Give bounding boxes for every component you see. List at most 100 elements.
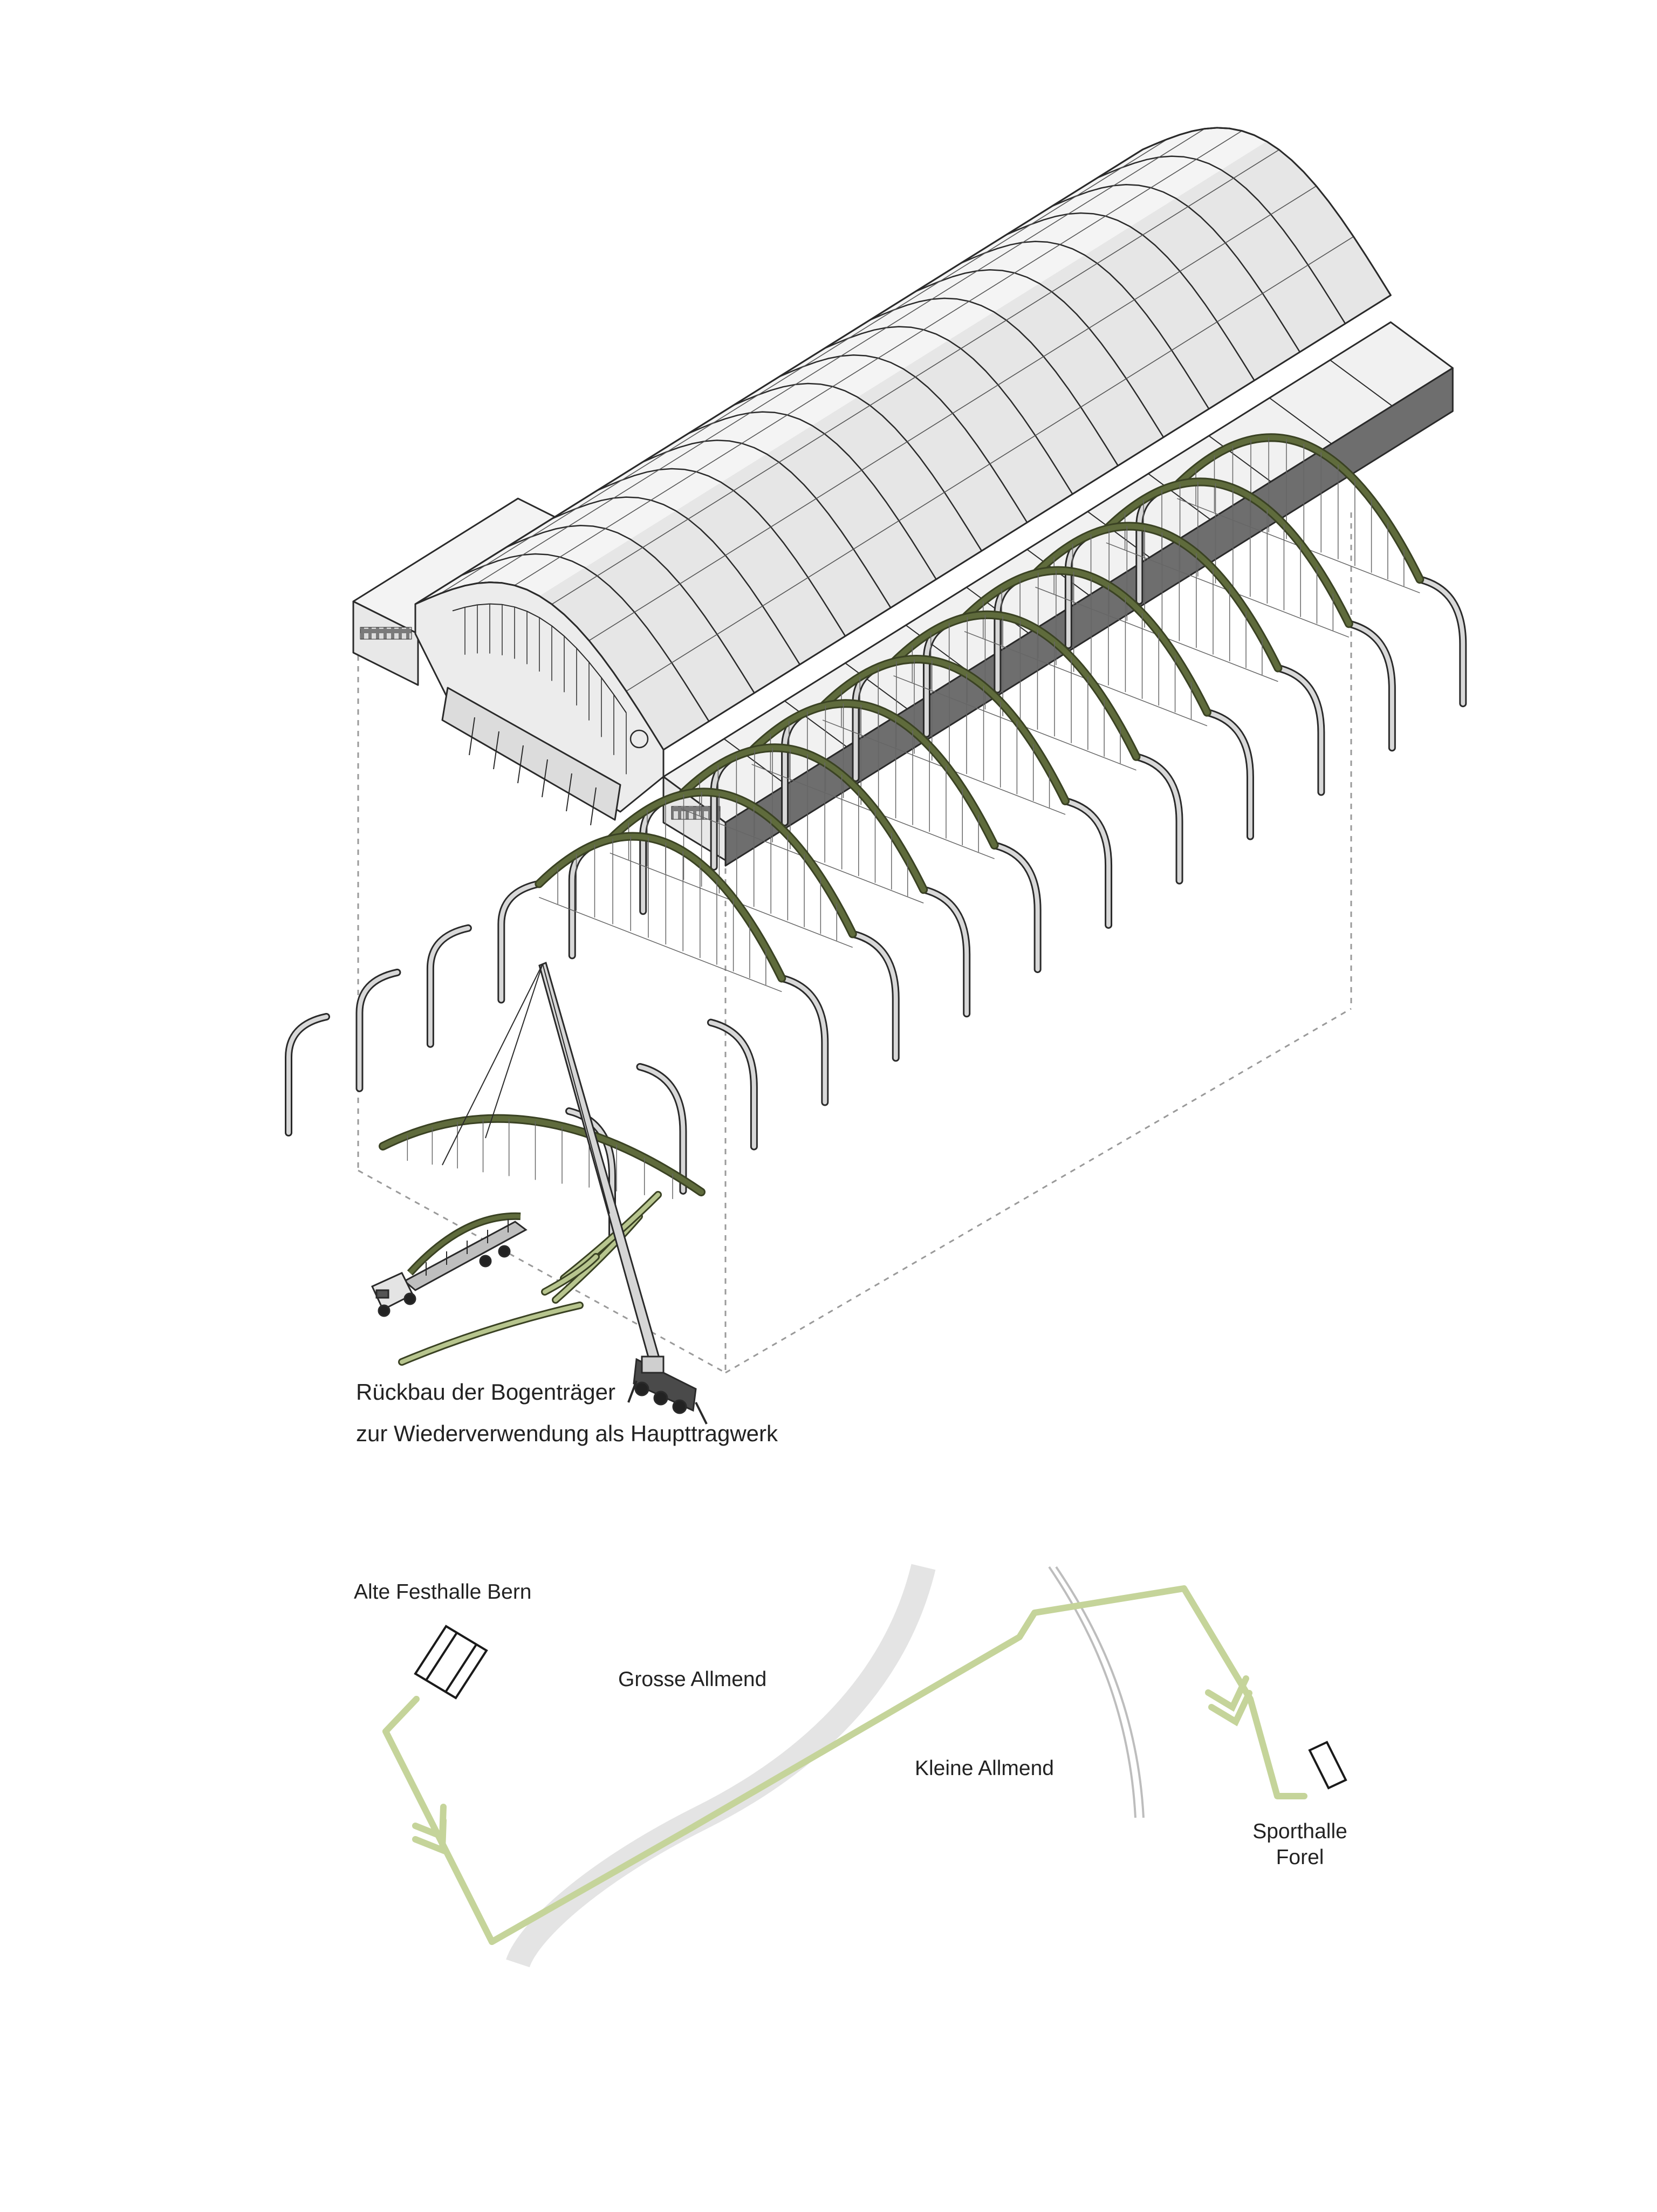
origin-label: Alte Festhalle Bern	[354, 1580, 532, 1604]
loose-girder	[400, 1303, 582, 1364]
arch-frame	[355, 968, 687, 1195]
truck-trailer-bed	[403, 1221, 528, 1291]
roof-panel-line	[723, 738, 786, 785]
frame-column-right-fill	[1418, 577, 1466, 706]
canopy-support	[517, 745, 524, 784]
roof-rib-line	[1097, 155, 1346, 324]
projection-guides	[357, 512, 1352, 1374]
crane-wheel	[634, 1381, 649, 1396]
roof-rib-line	[778, 354, 1028, 523]
roof-purlin-line	[588, 186, 1317, 641]
frame-column-right	[1203, 708, 1254, 840]
canopy-support	[590, 787, 597, 826]
rectangle-building-icon	[414, 1625, 488, 1700]
frame-column-right-fill	[850, 932, 898, 1060]
canopy-support	[493, 731, 499, 770]
destination-label: Sporthalle Forel	[1230, 1819, 1370, 1871]
frame-column-right-fill	[1276, 666, 1324, 795]
frame-column-left-fill	[286, 1015, 328, 1135]
frame-column-right-fill	[921, 887, 969, 1016]
frame-column-right	[707, 1018, 758, 1150]
truck-wheel	[479, 1255, 492, 1268]
roof-purlin-line	[440, 139, 1168, 594]
roof-panel-line	[1330, 359, 1393, 407]
roof-rib-line	[551, 496, 800, 665]
destination-label-line-1: Sporthalle	[1252, 1820, 1347, 1843]
route-map	[382, 1564, 1347, 1968]
roof-rib-line	[869, 297, 1119, 466]
roof-panel-line	[784, 700, 847, 748]
frame-column-right-fill	[1204, 710, 1252, 839]
frame-column-left-fill	[357, 970, 400, 1091]
roof-purlin-line	[477, 128, 1205, 584]
roof-rib-line	[506, 525, 755, 694]
frame-column-right	[848, 930, 900, 1062]
frame-column-right-fill	[708, 1020, 756, 1149]
crane-cable	[542, 963, 610, 1214]
entrance-canopy	[441, 687, 621, 821]
frame-column-right-fill	[779, 976, 827, 1105]
transported-girder	[408, 1214, 521, 1275]
crane-cab	[641, 1355, 665, 1374]
festhalle-building	[352, 127, 1454, 867]
roof-purlin-line	[626, 236, 1354, 692]
arch-frame	[497, 832, 829, 1106]
crane-icon	[442, 961, 708, 1425]
roof-rib-line	[733, 382, 982, 551]
crane-outrigger	[695, 1402, 708, 1425]
roof-panel-line	[905, 625, 969, 672]
arch-frame	[568, 787, 900, 1062]
frame-column-right	[1274, 664, 1325, 796]
canopy-support	[469, 717, 475, 756]
roof-rib-line	[642, 440, 892, 608]
canopy-support	[542, 759, 548, 798]
destination-label-line-2: Forel	[1276, 1846, 1324, 1869]
crane-boom	[538, 961, 665, 1378]
low-wing-front-west	[352, 600, 419, 686]
roof-panel-line	[1208, 435, 1271, 482]
crane-outrigger	[627, 1380, 638, 1403]
roof-panel-line	[1148, 473, 1211, 521]
frame-column-left-fill	[428, 926, 470, 1046]
front-window-band	[360, 627, 412, 640]
railway-line-1	[1048, 1566, 1136, 1818]
roof-purlin-line	[551, 149, 1279, 605]
girder-tie	[539, 896, 782, 992]
roof-rib-line	[960, 241, 1210, 409]
frame-column-right-fill	[1063, 798, 1111, 927]
roof-rib-line	[1006, 212, 1255, 381]
chevron-arrow-icon	[1205, 1675, 1252, 1727]
crane-cable	[485, 963, 543, 1139]
caption-line-1: Rückbau der Bogenträger	[356, 1379, 615, 1405]
frame-column-right-fill	[1134, 754, 1182, 883]
roof-rib-line	[824, 326, 1073, 495]
frame-column-right	[1132, 752, 1183, 885]
rectangle-building-icon	[1308, 1741, 1347, 1790]
frame-column-right	[920, 886, 971, 1018]
barrel-roof-shade	[539, 141, 1391, 750]
arch-frame	[426, 924, 758, 1150]
frame-column-right-fill	[992, 843, 1040, 972]
frame-column-right	[778, 974, 829, 1106]
lifted-arch-girder	[379, 1114, 706, 1199]
crane-wheel	[653, 1391, 668, 1406]
area-label-grosse-allmend: Grosse Allmend	[618, 1668, 767, 1691]
canopy-support	[566, 773, 572, 812]
roof-rib-line	[915, 269, 1165, 438]
roof-rib-line	[597, 468, 846, 636]
frame-column-right	[1416, 576, 1467, 708]
frame-column-right-fill	[1346, 621, 1394, 750]
roof-panel-line	[845, 662, 908, 710]
frame-column-right	[1062, 797, 1113, 929]
roof-rib-line	[688, 411, 937, 580]
gable-oculus	[629, 729, 649, 749]
crane-cable	[442, 963, 543, 1166]
frame-column-right	[990, 841, 1042, 974]
caption-line-2: zur Wiederverwendung als Haupttragwerk	[356, 1421, 778, 1446]
area-label-kleine-allmend: Kleine Allmend	[915, 1757, 1054, 1780]
roof-purlin-line	[514, 130, 1242, 586]
arch-girder	[380, 1115, 704, 1195]
frame-column-right	[1345, 620, 1396, 752]
